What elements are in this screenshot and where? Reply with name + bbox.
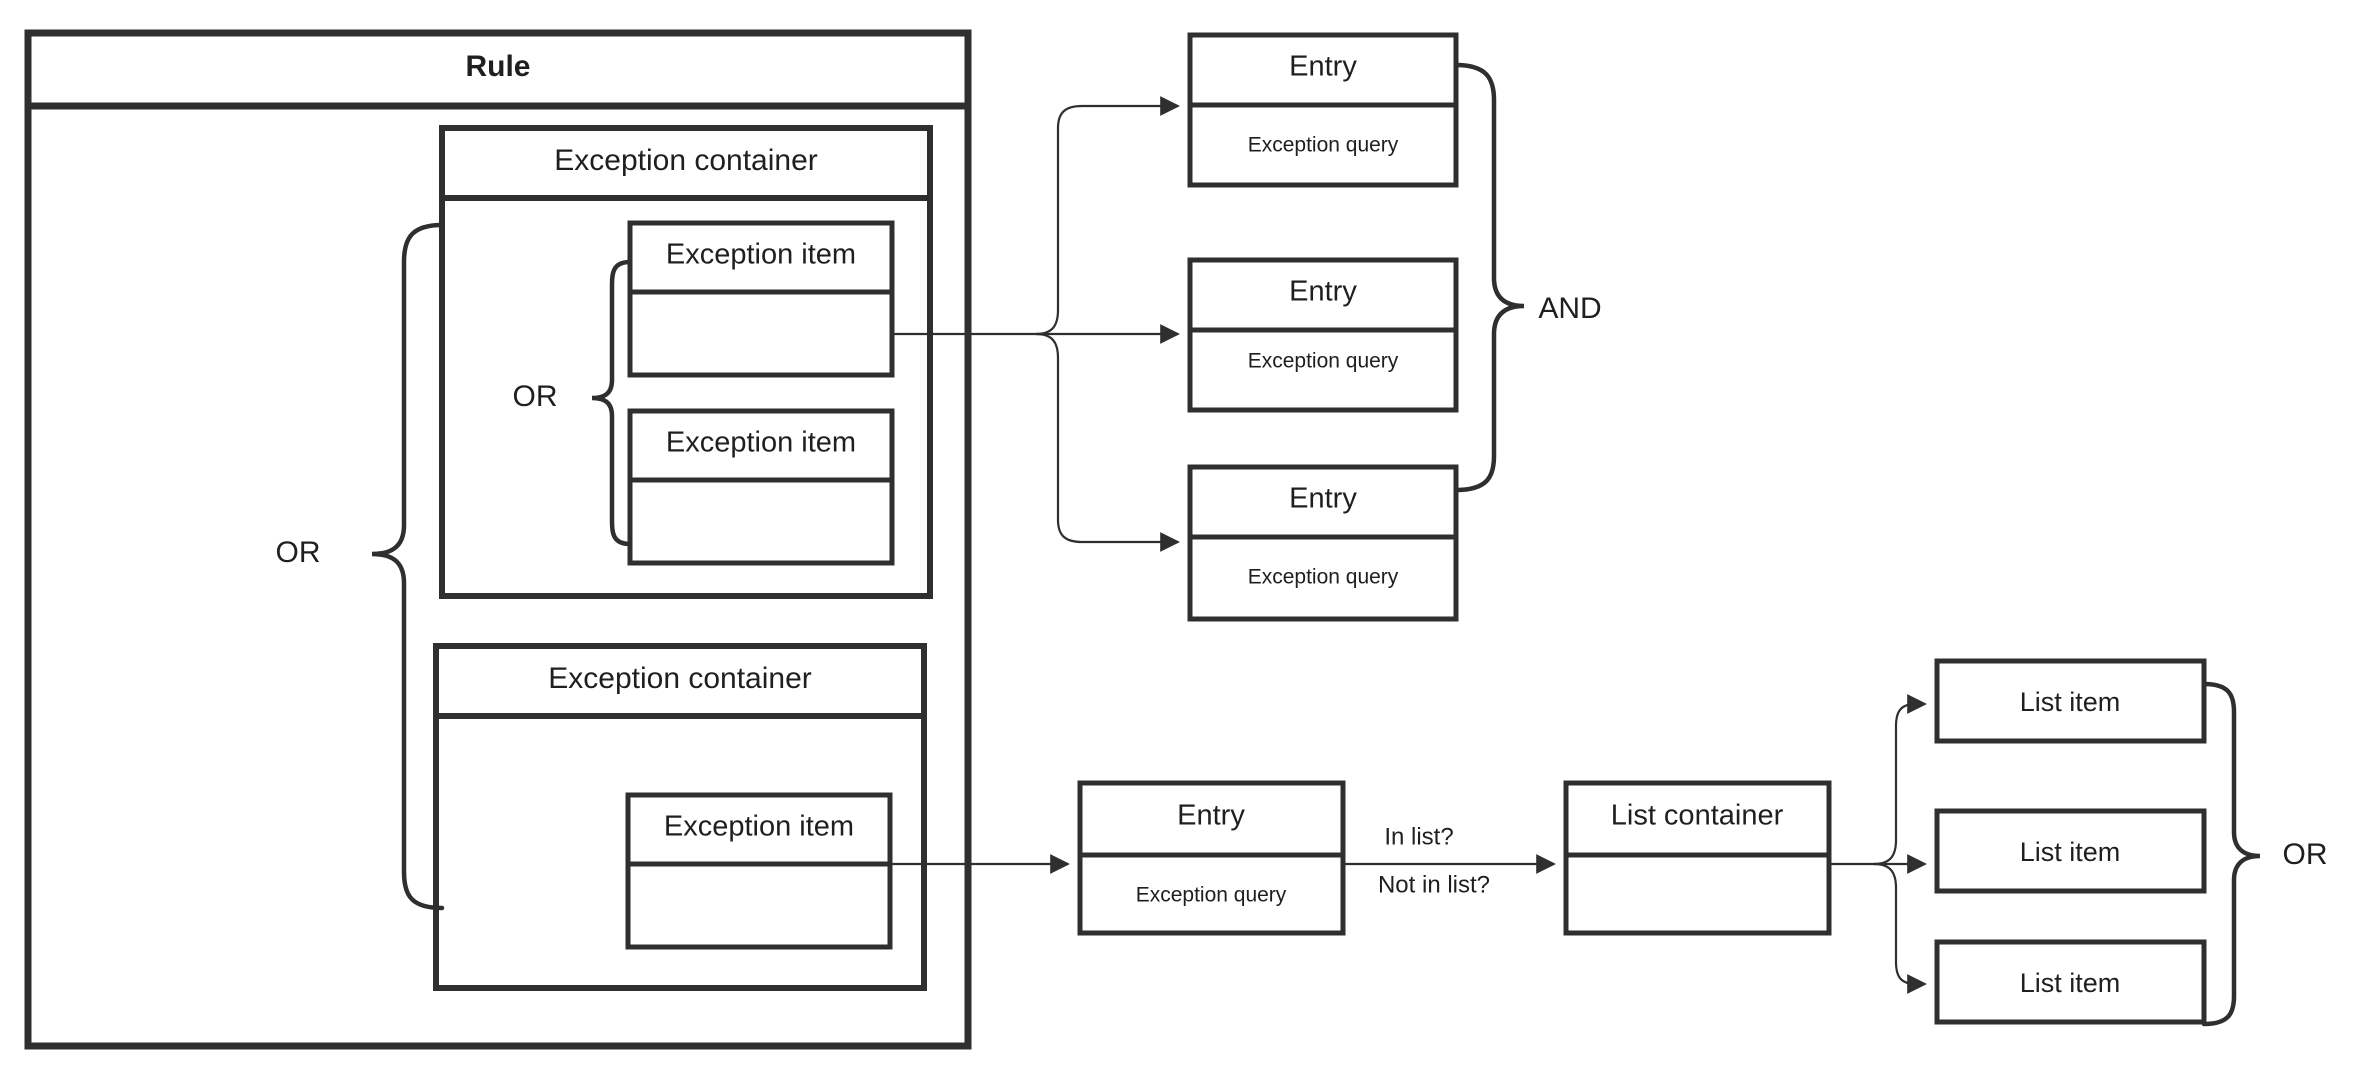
list-item-1[interactable]: List item [1934, 658, 2207, 744]
entry-box-1-subtitle: Exception query [1248, 134, 1399, 157]
connector-item-to-entries [892, 96, 1180, 552]
entry-box-3[interactable]: Entry Exception query [1187, 464, 1459, 622]
exception-item-1-2[interactable]: Exception item [627, 408, 895, 566]
entry-box-3-title: Entry [1289, 483, 1357, 515]
exception-container-2-title: Exception container [548, 662, 812, 695]
connector-to-entry-3 [1035, 332, 1180, 552]
exception-container-1-title: Exception container [554, 144, 818, 177]
and-label-entries: AND [1538, 292, 1601, 325]
list-item-3[interactable]: List item [1934, 939, 2207, 1025]
connector-to-list-item-1 [1873, 694, 1927, 866]
or-brace-list-items-path [2201, 681, 2261, 1027]
list-item-2[interactable]: List item [1934, 808, 2207, 894]
connector-to-list-item-3 [1873, 862, 1927, 994]
exception-item-1-1-title: Exception item [666, 239, 856, 271]
entry-box-bottom-title: Entry [1177, 800, 1245, 832]
exception-item-2-1-outline [625, 792, 893, 950]
or-brace-exception-containers: OR [276, 222, 445, 911]
or-label-list-items: OR [2283, 838, 2328, 871]
list-item-1-title: List item [2020, 687, 2121, 717]
list-container-title: List container [1611, 800, 1784, 832]
list-item-1-outline [1934, 658, 2207, 744]
list-item-2-title: List item [2020, 837, 2121, 867]
connector-entry-to-list-container: In list? Not in list? [1343, 823, 1556, 898]
entry-box-3-outline [1187, 464, 1459, 622]
or-brace-exception-items-path [591, 259, 633, 547]
exception-item-1-2-title: Exception item [666, 427, 856, 459]
exception-item-1-1[interactable]: Exception item [627, 220, 895, 378]
and-brace-path [1453, 62, 1525, 493]
rule-title: Rule [465, 50, 530, 83]
exception-item-2-1[interactable]: Exception item [625, 792, 893, 950]
entry-box-1[interactable]: Entry Exception query [1187, 32, 1459, 188]
connector-to-entry-1 [1035, 96, 1180, 336]
list-container-outline [1563, 780, 1832, 936]
edge-label-in-list: In list? [1384, 823, 1453, 850]
entry-box-bottom[interactable]: Entry Exception query [1077, 780, 1346, 936]
entry-box-bottom-outline [1077, 780, 1346, 936]
entry-box-2[interactable]: Entry Exception query [1187, 257, 1459, 413]
exception-item-1-1-outline [627, 220, 895, 378]
or-label-exception-items: OR [513, 380, 558, 413]
or-label-exception-containers: OR [276, 536, 321, 569]
entry-box-bottom-subtitle: Exception query [1136, 884, 1287, 907]
or-brace-list-items: OR [2201, 681, 2328, 1027]
entry-box-3-subtitle: Exception query [1248, 566, 1399, 589]
entry-box-2-title: Entry [1289, 276, 1357, 308]
list-item-3-outline [1934, 939, 2207, 1025]
entry-box-1-title: Entry [1289, 51, 1357, 83]
entry-box-2-outline [1187, 257, 1459, 413]
edge-label-not-in-list: Not in list? [1378, 871, 1490, 898]
exception-item-1-2-outline [627, 408, 895, 566]
list-container-box[interactable]: List container [1563, 780, 1832, 936]
list-item-2-outline [1934, 808, 2207, 894]
entry-box-2-subtitle: Exception query [1248, 350, 1399, 373]
or-brace-exception-items: OR [513, 259, 633, 547]
list-item-3-title: List item [2020, 968, 2121, 998]
exception-item-2-1-title: Exception item [664, 811, 854, 843]
entry-box-1-outline [1187, 32, 1459, 188]
and-brace-entries: AND [1453, 62, 1602, 493]
or-brace-exception-containers-path [371, 222, 445, 911]
connector-list-container-to-items [1829, 694, 1927, 994]
